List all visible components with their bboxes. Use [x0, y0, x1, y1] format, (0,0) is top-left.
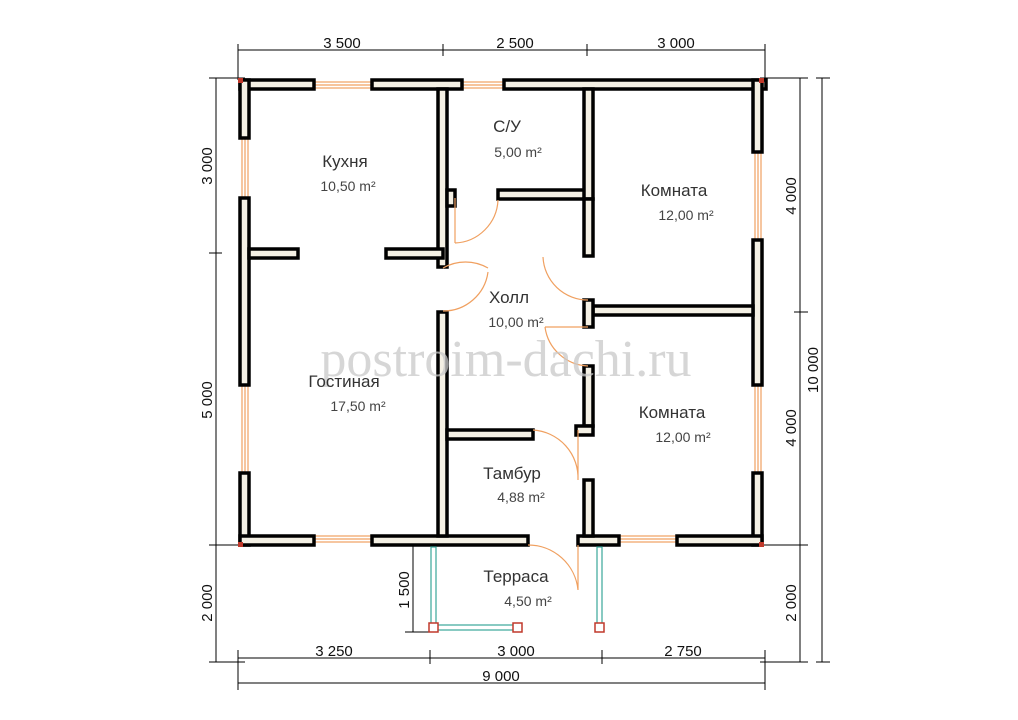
- walls: [238, 78, 768, 547]
- door-entrance: [527, 544, 579, 591]
- dim-total-height: 10 000: [805, 347, 822, 393]
- room-area-terrace: 4,50 m²: [504, 593, 552, 609]
- post-middle: [512, 622, 523, 633]
- terrace-railing: [428, 546, 605, 633]
- post-right: [594, 622, 605, 633]
- room-name-living: Гостиная: [308, 372, 379, 391]
- dim-top-3: 3 000: [657, 35, 695, 52]
- room-name-wc: С/У: [493, 117, 521, 136]
- room-area-room1: 12,00 m²: [658, 207, 714, 223]
- dim-bottom-1: 3 250: [315, 643, 353, 660]
- dim-bottom-3: 2 750: [664, 643, 702, 660]
- room-name-room1: Комната: [641, 181, 708, 200]
- dim-top-1: 3 500: [323, 35, 361, 52]
- door-room1: [542, 256, 589, 301]
- room-name-kitchen: Кухня: [322, 152, 368, 171]
- room-area-room2: 12,00 m²: [655, 429, 711, 445]
- dim-left-1: 3 000: [199, 147, 216, 185]
- room-name-hall: Холл: [489, 288, 529, 307]
- room-area-tambur: 4,88 m²: [497, 489, 545, 505]
- dimension-labels: 3 500 2 500 3 000 3 250 3 000 2 750 9 00…: [199, 35, 822, 685]
- dim-total-width: 9 000: [482, 668, 520, 685]
- dim-right-1: 4 000: [783, 177, 800, 215]
- dim-bottom-2: 3 000: [497, 643, 535, 660]
- room-name-tambur: Тамбур: [483, 464, 541, 483]
- door-living: [442, 271, 489, 312]
- room-area-living: 17,50 m²: [330, 398, 386, 414]
- dim-left-3: 2 000: [199, 584, 216, 622]
- door-room2: [544, 326, 589, 367]
- room-area-hall: 10,00 m²: [488, 314, 544, 330]
- dim-top-2: 2 500: [496, 35, 534, 52]
- doors: [442, 198, 589, 591]
- windows: [241, 81, 762, 543]
- dim-right-3: 2 000: [783, 584, 800, 622]
- room-name-room2: Комната: [639, 403, 706, 422]
- dimension-lines: [209, 44, 830, 690]
- room-area-kitchen: 10,50 m²: [320, 178, 376, 194]
- watermark: postroim-dachi.ru: [320, 331, 691, 388]
- dim-right-2: 4 000: [783, 409, 800, 447]
- door-kitchen: [442, 261, 489, 269]
- room-area-wc: 5,00 m²: [494, 144, 542, 160]
- room-labels: Кухня 10,50 m² С/У 5,00 m² Комната 12,00…: [308, 117, 714, 609]
- dim-porch: 1 500: [396, 571, 413, 609]
- corner-marks: [238, 78, 764, 547]
- door-tambur: [532, 429, 579, 481]
- room-name-terrace: Терраса: [483, 567, 549, 586]
- door-wc: [454, 198, 499, 244]
- dim-left-2: 5 000: [199, 381, 216, 419]
- post-left: [428, 622, 439, 633]
